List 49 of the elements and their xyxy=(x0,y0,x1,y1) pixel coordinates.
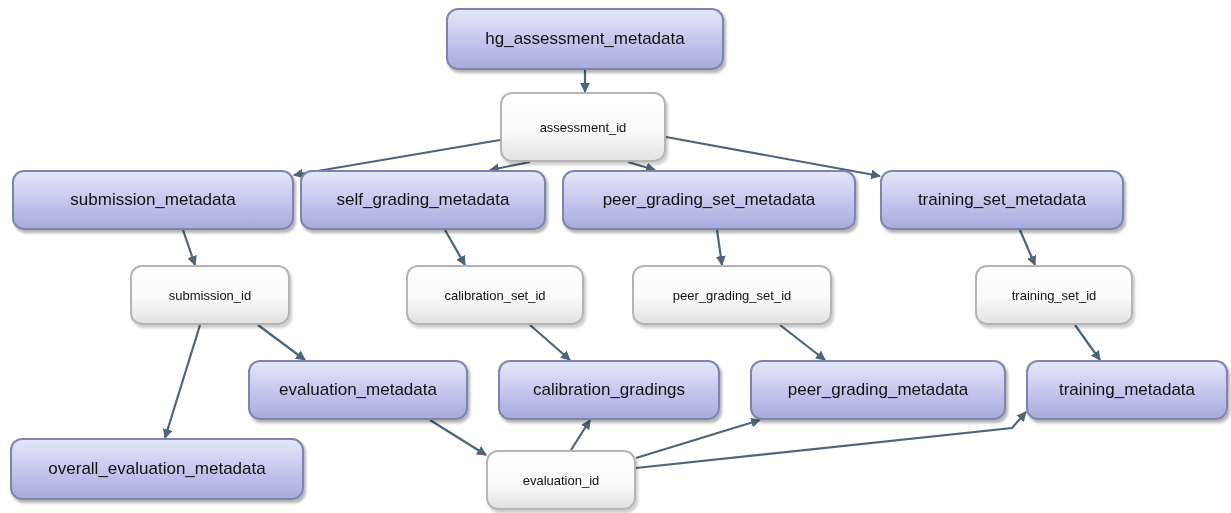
arrow xyxy=(1019,229,1037,266)
arrow xyxy=(293,138,501,179)
table-box xyxy=(1026,360,1228,420)
key-box xyxy=(632,265,832,325)
node-label: calibration_set_id xyxy=(444,287,546,303)
key-box xyxy=(975,265,1133,325)
arrow xyxy=(429,419,487,456)
node-label: training_set_metadata xyxy=(917,190,1087,210)
table-box xyxy=(562,170,856,230)
table-box xyxy=(300,170,546,230)
node-label: training_set_id xyxy=(1011,287,1097,303)
key-box xyxy=(406,265,584,325)
table-box xyxy=(880,170,1124,230)
node-label: self_grading_metadata xyxy=(336,190,510,210)
node-label: hg_assessment_metadata xyxy=(485,29,685,49)
arrow xyxy=(635,417,761,460)
node-label: training_metadata xyxy=(1058,380,1196,400)
table-box xyxy=(10,438,304,500)
node-label: peer_grading_set_metadata xyxy=(602,190,816,210)
table-box xyxy=(248,360,468,420)
node-label: peer_grading_set_id xyxy=(672,287,792,303)
arrow xyxy=(715,229,726,266)
arrow xyxy=(635,411,1027,470)
table-box xyxy=(12,170,294,230)
arrow xyxy=(257,324,306,361)
node-label: submission_metadata xyxy=(70,190,236,210)
node-label: peer_grading_metadata xyxy=(787,380,969,400)
arrow xyxy=(529,324,571,361)
arrow xyxy=(665,135,881,180)
arrow xyxy=(580,70,590,93)
table-box xyxy=(498,360,720,420)
arrow xyxy=(779,324,826,361)
arrow xyxy=(162,324,202,439)
node-label: assessment_id xyxy=(539,119,627,135)
arrow xyxy=(627,160,656,173)
node-label: overall_evaluation_metadata xyxy=(48,459,266,479)
node-label: calibration_gradings xyxy=(532,380,686,400)
arrow xyxy=(570,419,591,451)
key-box xyxy=(130,265,290,325)
arrow xyxy=(444,229,466,266)
key-box xyxy=(486,450,636,510)
table-box xyxy=(750,360,1006,420)
node-label: submission_id xyxy=(168,287,252,303)
arrow xyxy=(1074,324,1101,361)
arrow xyxy=(181,229,197,266)
key-box xyxy=(500,92,666,162)
node-label: evaluation_id xyxy=(522,472,600,488)
table-box xyxy=(446,8,724,70)
node-label: evaluation_metadata xyxy=(279,380,437,400)
